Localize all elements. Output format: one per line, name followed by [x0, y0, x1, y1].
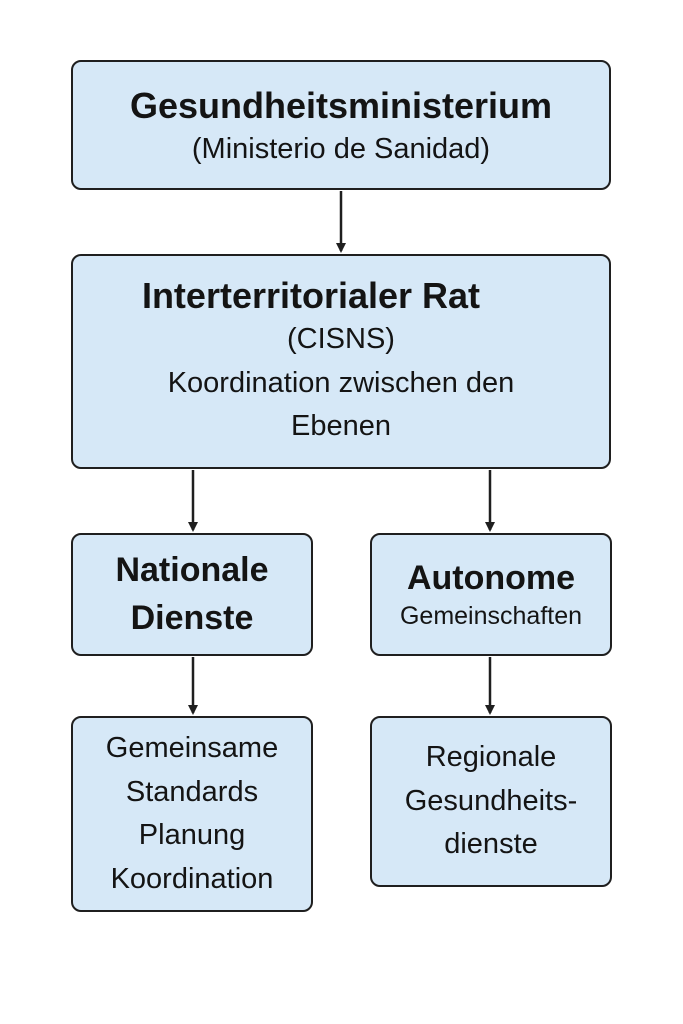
regional-services-box: Regionale Gesundheits- dienste: [370, 716, 612, 887]
common-standards-line: Planung: [138, 819, 246, 851]
council-abbreviation: (CISNS): [287, 322, 395, 355]
council-box: Interterritorialer Rat (CISNS) Koordinat…: [71, 254, 611, 469]
common-standards-line: Standards: [125, 775, 259, 808]
common-standards-line: Koordination: [110, 862, 274, 895]
national-services-title-line: Dienste: [130, 598, 254, 637]
autonomous-communities-box: Autonome Gemeinschaften: [370, 533, 612, 656]
council-description-line: Koordination zwischen den: [167, 366, 515, 399]
ministry-subtitle: (Ministerio de Sanidad): [191, 132, 491, 165]
common-standards-box: Gemeinsame Standards Planung Koordinatio…: [71, 716, 313, 912]
autonomous-communities-title: Autonome: [406, 559, 576, 598]
regional-services-line: Gesundheits-: [404, 784, 578, 817]
ministry-box: Gesundheitsministerium (Ministerio de Sa…: [71, 60, 611, 190]
autonomous-communities-subtitle: Gemeinschaften: [399, 602, 583, 631]
regional-services-line: Regionale: [425, 741, 557, 774]
national-services-box: Nationale Dienste: [71, 533, 313, 656]
council-description-line: Ebenen: [291, 410, 391, 442]
council-title: Interterritorialer Rat: [141, 274, 481, 316]
regional-services-line: dienste: [444, 828, 538, 861]
common-standards-line: Gemeinsame: [105, 732, 279, 764]
ministry-title: Gesundheitsministerium: [129, 84, 553, 126]
national-services-title-line: Nationale: [115, 550, 269, 589]
